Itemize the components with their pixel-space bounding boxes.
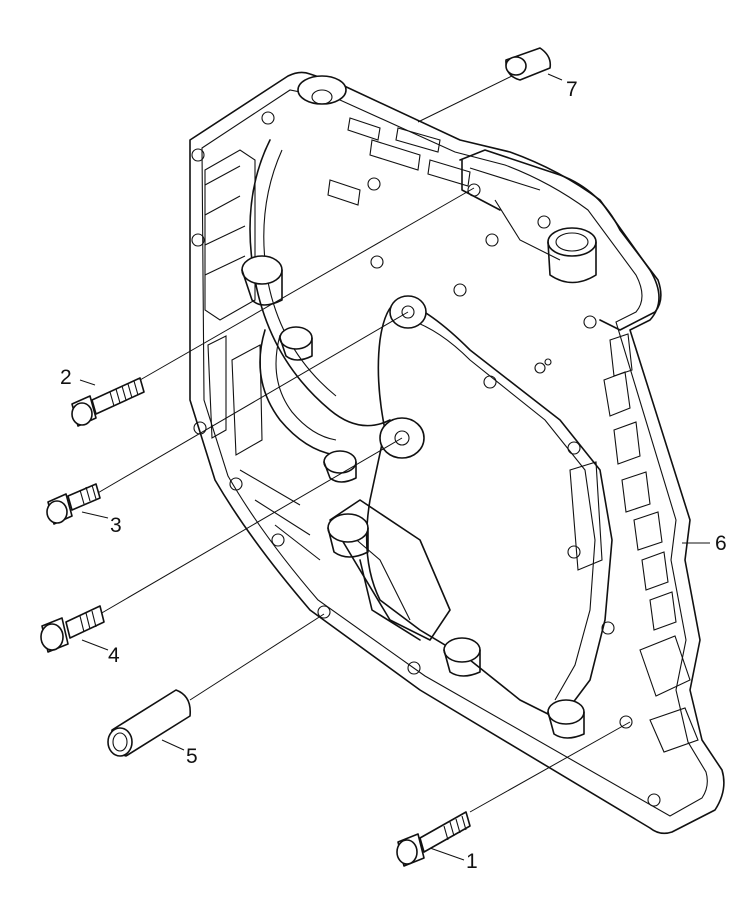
callouts: 1 2 3 4 5 6 7	[60, 78, 727, 873]
callout-5: 5	[186, 745, 198, 768]
leader-lines	[79, 71, 710, 861]
bolt-4	[40, 605, 105, 653]
callout-1: 1	[466, 850, 478, 873]
bolt-3	[46, 483, 101, 525]
callout-6: 6	[715, 532, 727, 555]
bolt-1	[396, 811, 471, 867]
dowel-pin-7	[505, 47, 552, 81]
callout-7: 7	[566, 78, 578, 101]
callout-3: 3	[110, 514, 122, 537]
housing-6	[189, 71, 725, 835]
callout-4: 4	[108, 644, 120, 667]
callout-2: 2	[60, 366, 72, 389]
dowel-sleeve-5	[107, 689, 192, 757]
bolt-2	[71, 377, 145, 427]
